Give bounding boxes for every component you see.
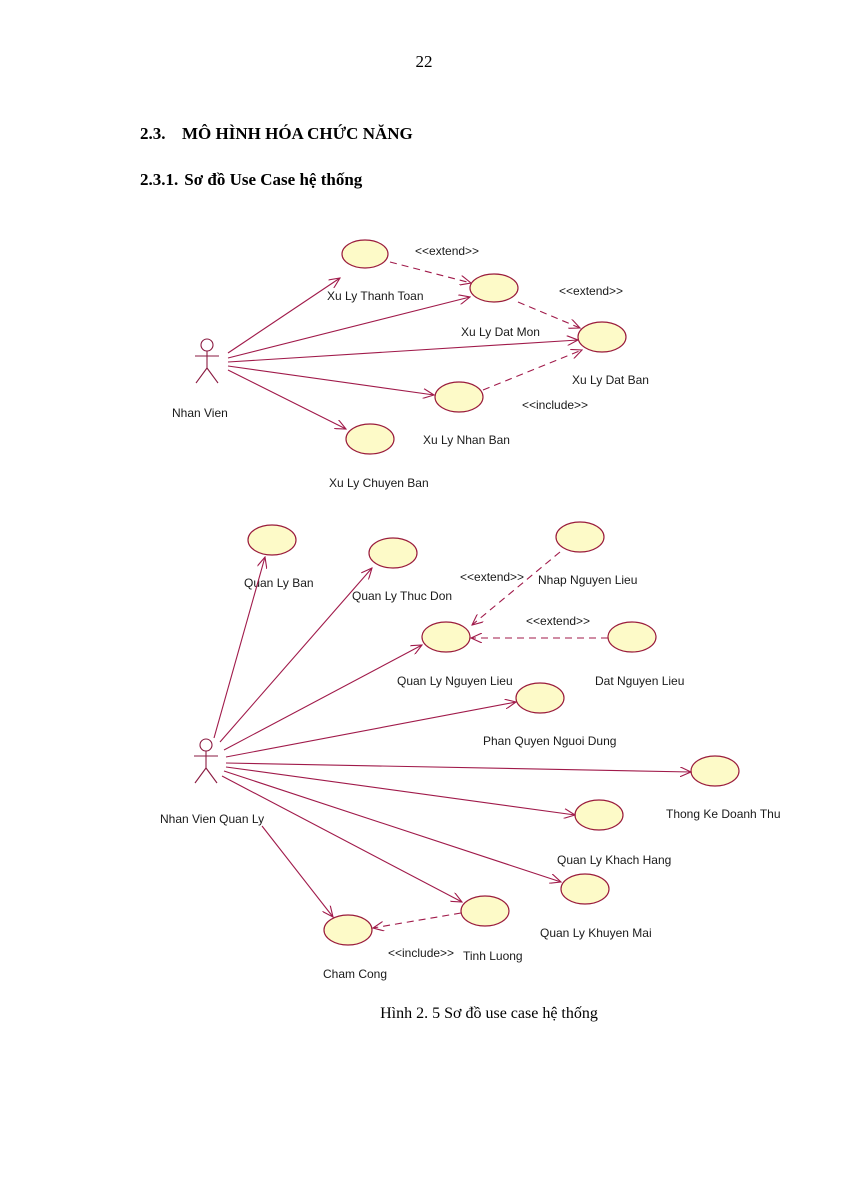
use-case-label-tinh-luong: Tinh Luong (463, 949, 523, 963)
use-case-label-thong-ke-doanh-thu: Thong Ke Doanh Thu (666, 807, 781, 821)
association-line (225, 762, 691, 772)
use-case-label-dat-nguyen-lieu: Dat Nguyen Lieu (595, 674, 684, 688)
stereotype-label: <<extend>> (415, 244, 479, 258)
association-line (227, 369, 346, 429)
include-line (482, 350, 582, 391)
section-number: 2.3. (140, 124, 166, 143)
use-case-label-xu-ly-chuyen-ban: Xu Ly Chuyen Ban (329, 476, 429, 490)
association-line (261, 825, 333, 917)
actor-label-nhan-vien-quan-ly: Nhan Vien Quan Ly (160, 812, 264, 826)
use-case-xu-ly-thanh-toan (341, 239, 389, 269)
subsection-title: Sơ đồ Use Case hệ thống (184, 170, 363, 189)
use-case-label-quan-ly-nguyen-lieu: Quan Ly Nguyen Lieu (397, 674, 513, 688)
use-case-label-xu-ly-dat-ban: Xu Ly Dat Ban (572, 373, 649, 387)
section-title: MÔ HÌNH HÓA CHỨC NĂNG (182, 124, 413, 143)
use-case-quan-ly-thuc-don (368, 537, 418, 569)
use-case-label-quan-ly-ban: Quan Ly Ban (244, 576, 314, 590)
use-case-label-quan-ly-thuc-don: Quan Ly Thuc Don (352, 589, 452, 603)
use-case-xu-ly-chuyen-ban (345, 423, 395, 455)
stereotype-label: <<extend>> (526, 614, 590, 628)
use-case-quan-ly-nguyen-lieu (421, 621, 471, 653)
stereotype-label: <<include>> (388, 946, 454, 960)
stereotype-label: <<include>> (522, 398, 588, 412)
extend-line (389, 261, 471, 283)
association-line (227, 278, 340, 354)
subsection-heading: 2.3.1. Sơ đồ Use Case hệ thống (140, 170, 362, 190)
use-case-nhap-nguyen-lieu (555, 521, 605, 553)
actor-nhan-vien (195, 338, 219, 384)
stereotype-label: <<extend>> (460, 570, 524, 584)
subsection-number: 2.3.1. (140, 170, 179, 189)
stereotype-label: <<extend>> (559, 284, 623, 298)
use-case-xu-ly-dat-mon (469, 273, 519, 303)
page-number: 22 (415, 52, 433, 71)
use-case-label-nhap-nguyen-lieu: Nhap Nguyen Lieu (538, 573, 637, 587)
use-case-label-xu-ly-nhan-ban: Xu Ly Nhan Ban (423, 433, 510, 447)
use-case-xu-ly-dat-ban (577, 321, 627, 353)
use-case-quan-ly-khach-hang (574, 799, 624, 831)
association-line (219, 568, 372, 743)
use-case-label-phan-quyen-nguoi-dung: Phan Quyen Nguoi Dung (483, 734, 616, 748)
include-line (373, 912, 462, 928)
use-case-label-xu-ly-dat-mon: Xu Ly Dat Mon (461, 325, 540, 339)
use-case-tinh-luong (460, 895, 510, 927)
use-case-cham-cong (323, 914, 373, 946)
use-case-dat-nguyen-lieu (607, 621, 657, 653)
association-line (227, 340, 578, 363)
association-line (213, 557, 265, 739)
association-line (227, 297, 470, 359)
actor-nhan-vien-quan-ly (194, 738, 218, 784)
use-case-label-quan-ly-khach-hang: Quan Ly Khach Hang (557, 853, 671, 867)
use-case-quan-ly-ban (247, 524, 297, 556)
use-case-phan-quyen-nguoi-dung (515, 682, 565, 714)
use-case-label-cham-cong: Cham Cong (323, 967, 387, 981)
section-heading: 2.3. MÔ HÌNH HÓA CHỨC NĂNG (140, 124, 413, 144)
actor-label-nhan-vien: Nhan Vien (172, 406, 228, 420)
figure-caption: Hình 2. 5 Sơ đồ use case hệ thống (380, 1005, 598, 1022)
association-line (223, 770, 561, 882)
use-case-label-xu-ly-thanh-toan: Xu Ly Thanh Toan (327, 289, 424, 303)
association-line (227, 365, 434, 395)
use-case-xu-ly-nhan-ban (434, 381, 484, 413)
association-line (223, 645, 422, 751)
use-case-label-quan-ly-khuyen-mai: Quan Ly Khuyen Mai (540, 926, 652, 940)
association-line (221, 775, 462, 902)
use-case-thong-ke-doanh-thu (690, 755, 740, 787)
association-line (225, 702, 516, 758)
association-line (225, 766, 575, 815)
use-case-quan-ly-khuyen-mai (560, 873, 610, 905)
